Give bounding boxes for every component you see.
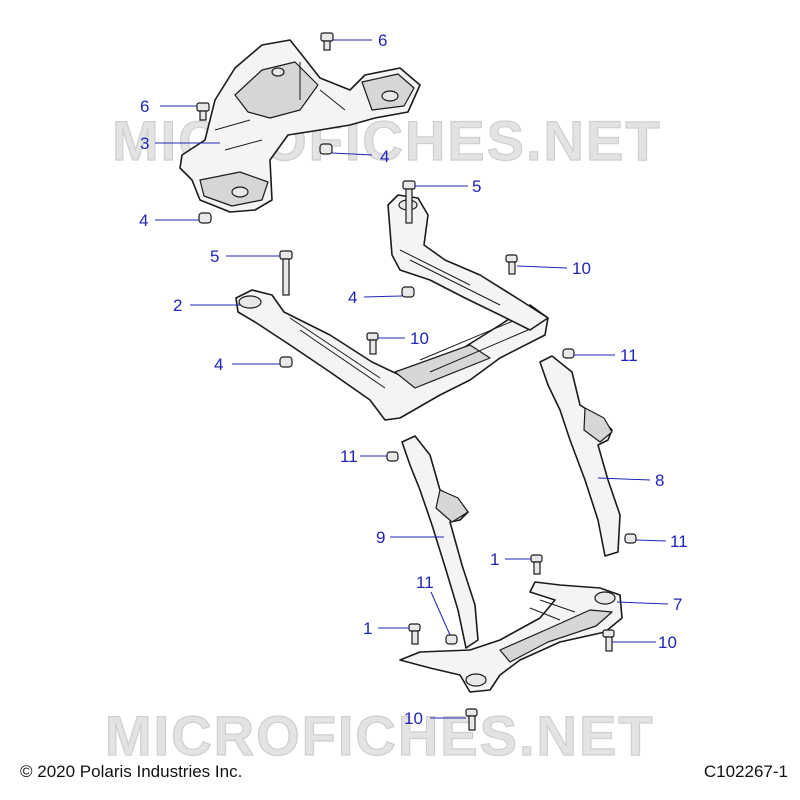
nut-11-b <box>386 451 399 462</box>
nut-4-c <box>401 286 415 298</box>
nut-11-a <box>562 348 575 359</box>
callout-6: 6 <box>140 97 149 116</box>
callout-11: 11 <box>670 532 688 551</box>
bolt-6-left <box>196 102 210 121</box>
callout-11: 11 <box>620 346 638 365</box>
callout-10: 10 <box>658 633 677 652</box>
nut-11-d <box>445 634 458 645</box>
bolt-1-a <box>530 554 543 575</box>
callout-4: 4 <box>214 355 223 374</box>
nut-4-d <box>279 356 293 368</box>
callout-2: 2 <box>173 296 182 315</box>
bolt-10-a <box>505 254 518 275</box>
nut-4-b <box>198 212 212 224</box>
bolt-10-d <box>465 708 478 731</box>
callout-5: 5 <box>210 247 219 266</box>
callout-3: 3 <box>140 134 149 153</box>
part-2-crossmember <box>235 289 549 421</box>
part-7-lower-brace <box>399 581 623 693</box>
hardware <box>196 32 637 731</box>
part-8-right-rail <box>539 355 621 557</box>
bolt-5-a <box>402 180 416 224</box>
watermark-bottom: MICROFICHES.NET <box>105 704 655 767</box>
callout-11: 11 <box>340 447 358 466</box>
callout-10: 10 <box>410 329 429 348</box>
copyright-notice: © 2020 Polaris Industries Inc. <box>20 762 243 781</box>
bolt-10-c <box>602 629 615 652</box>
callout-4: 4 <box>348 288 357 307</box>
callout-4: 4 <box>380 147 389 166</box>
bolt-6-top <box>320 32 334 51</box>
callout-11: 11 <box>416 573 434 592</box>
bolt-5-b <box>279 250 293 296</box>
nut-4-a <box>319 143 333 155</box>
callout-10: 10 <box>572 259 591 278</box>
callout-5: 5 <box>472 177 481 196</box>
leader-lines <box>155 39 669 719</box>
callout-10: 10 <box>404 709 423 728</box>
callout-7: 7 <box>673 595 682 614</box>
callout-4: 4 <box>139 211 148 230</box>
part-9-left-rail <box>401 435 479 649</box>
callouts: 6 6 3 4 4 5 5 10 2 4 10 4 11 11 8 9 11 1… <box>139 31 688 728</box>
callout-1: 1 <box>363 619 372 638</box>
bolt-1-b <box>408 623 421 645</box>
part-3-upper-bracket <box>179 39 421 213</box>
callout-9: 9 <box>376 528 385 547</box>
diagram-id: C102267-1 <box>703 762 788 781</box>
bolt-10-b <box>366 332 379 355</box>
nut-11-c <box>624 533 637 544</box>
callout-1: 1 <box>490 550 499 569</box>
callout-6: 6 <box>378 31 387 50</box>
callout-8: 8 <box>655 471 664 490</box>
